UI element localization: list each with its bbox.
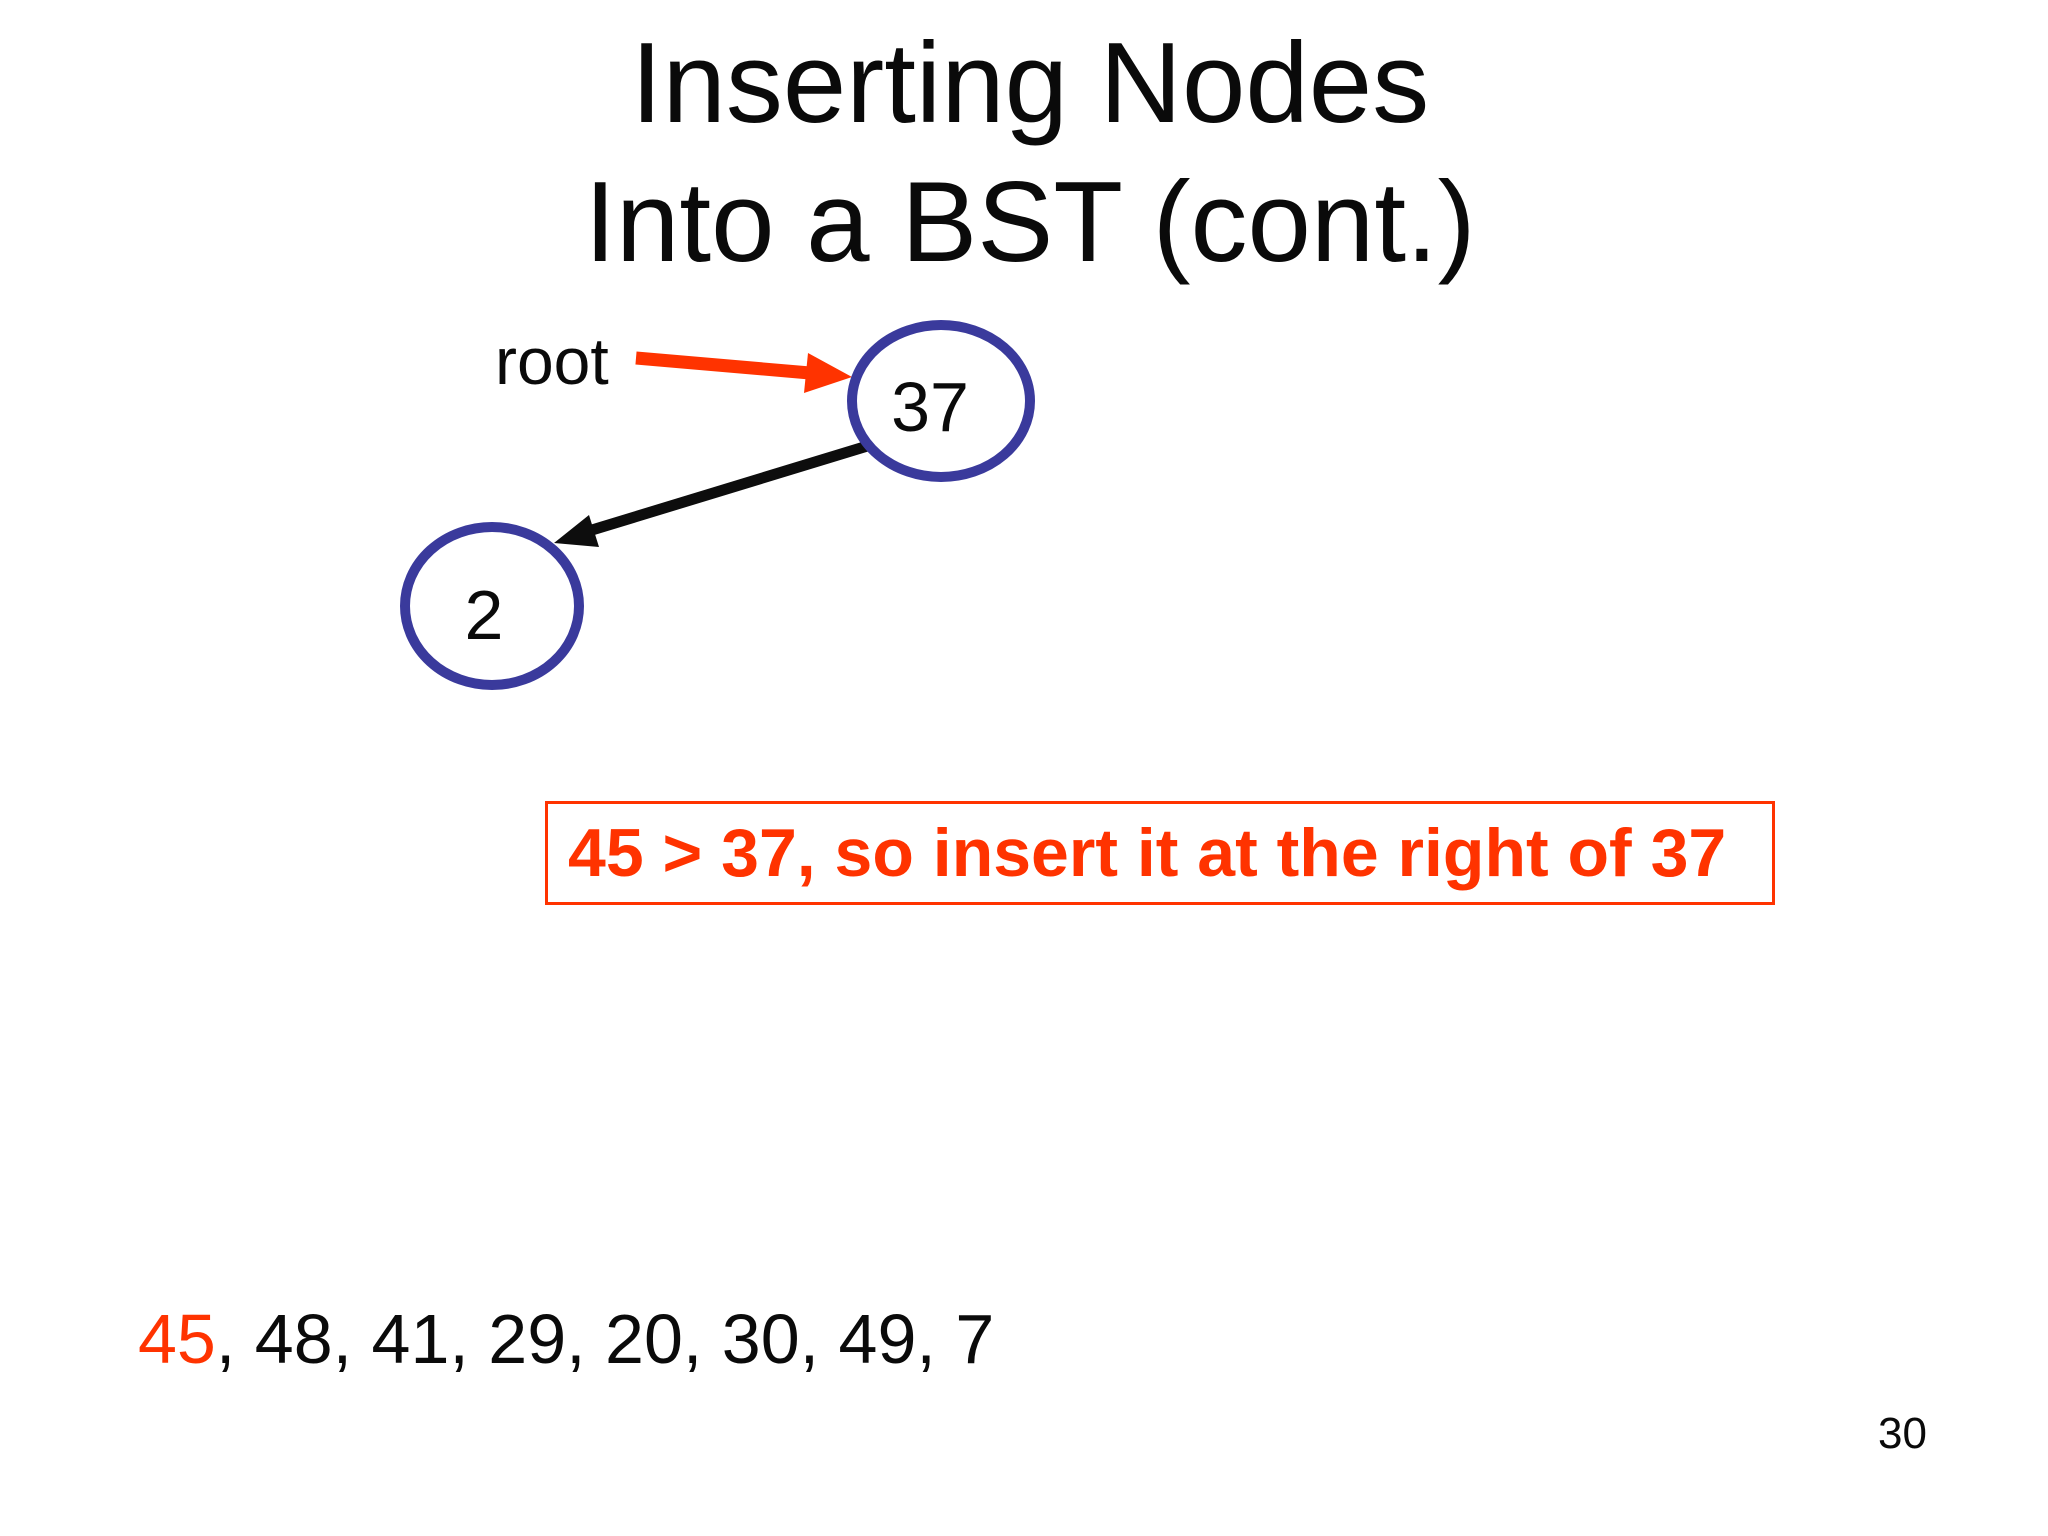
sequence-current-value: 45: [138, 1300, 216, 1378]
edge-37-to-2-line: [590, 438, 876, 536]
root-label: root: [495, 324, 609, 398]
node-37-value: 37: [891, 368, 969, 446]
page-number: 30: [1878, 1409, 1927, 1458]
node-2-value: 2: [464, 576, 504, 654]
sequence-remaining-values: , 48, 41, 29, 20, 30, 49, 7: [215, 1300, 995, 1378]
edge-37-to-2-arrowhead-icon: [554, 515, 599, 547]
root-pointer-arrowhead-icon: [804, 353, 852, 393]
insertion-note-text: 45 > 37, so insert it at the right of 37: [568, 815, 1727, 891]
insert-sequence: 45, 48, 41, 29, 20, 30, 49, 7: [138, 1297, 994, 1381]
root-pointer-arrow-line: [635, 351, 811, 380]
slide-title-line2: Into a BST (cont.): [584, 159, 1476, 287]
slide-title-line1: Inserting Nodes: [630, 20, 1430, 147]
insertion-note-box: 45 > 37, so insert it at the right of 37: [545, 801, 1775, 905]
node-37-circle: [847, 320, 1035, 482]
node-2-circle: [400, 522, 584, 690]
